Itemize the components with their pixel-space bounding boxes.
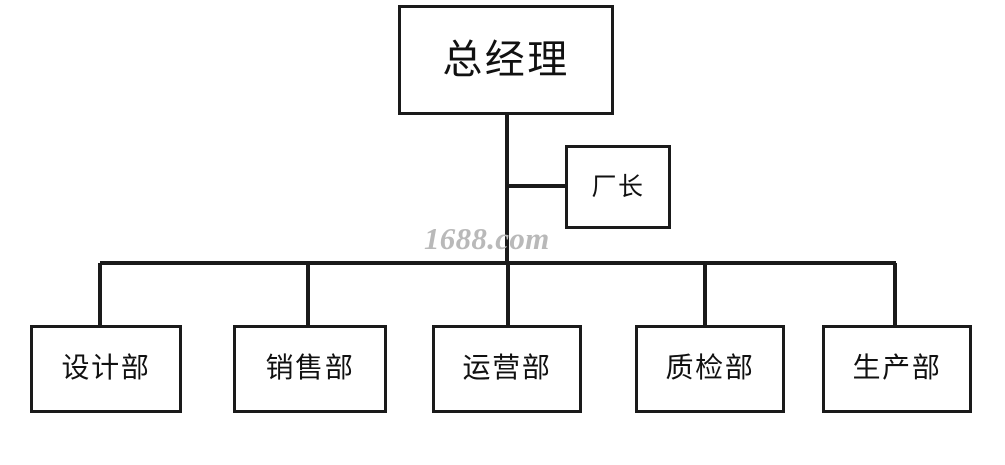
node-design-department-label: 设计部 xyxy=(61,353,151,384)
node-operations-department[interactable]: 运营部 xyxy=(432,325,582,413)
connector-drop-operations xyxy=(506,263,510,327)
node-production-department-label: 生产部 xyxy=(852,353,942,384)
node-general-manager-label: 总经理 xyxy=(442,37,570,82)
node-quality-department-label: 质检部 xyxy=(665,353,755,384)
node-factory-director-label: 厂长 xyxy=(591,173,645,201)
watermark-text: 1688.com xyxy=(424,221,550,256)
connector-drop-sales xyxy=(306,263,310,327)
connector-horizontal-bus xyxy=(100,261,896,265)
connector-to-factory-director xyxy=(505,184,567,188)
node-operations-department-label: 运营部 xyxy=(462,353,552,384)
node-sales-department[interactable]: 销售部 xyxy=(233,325,387,413)
node-quality-department[interactable]: 质检部 xyxy=(635,325,785,413)
connector-trunk-vertical xyxy=(505,115,509,265)
connector-drop-quality xyxy=(703,263,707,327)
node-general-manager[interactable]: 总经理 xyxy=(398,5,614,115)
connector-drop-production xyxy=(893,263,897,327)
node-production-department[interactable]: 生产部 xyxy=(822,325,972,413)
node-factory-director[interactable]: 厂长 xyxy=(565,145,671,229)
node-design-department[interactable]: 设计部 xyxy=(30,325,182,413)
node-sales-department-label: 销售部 xyxy=(265,353,355,384)
connector-drop-design xyxy=(98,263,102,327)
